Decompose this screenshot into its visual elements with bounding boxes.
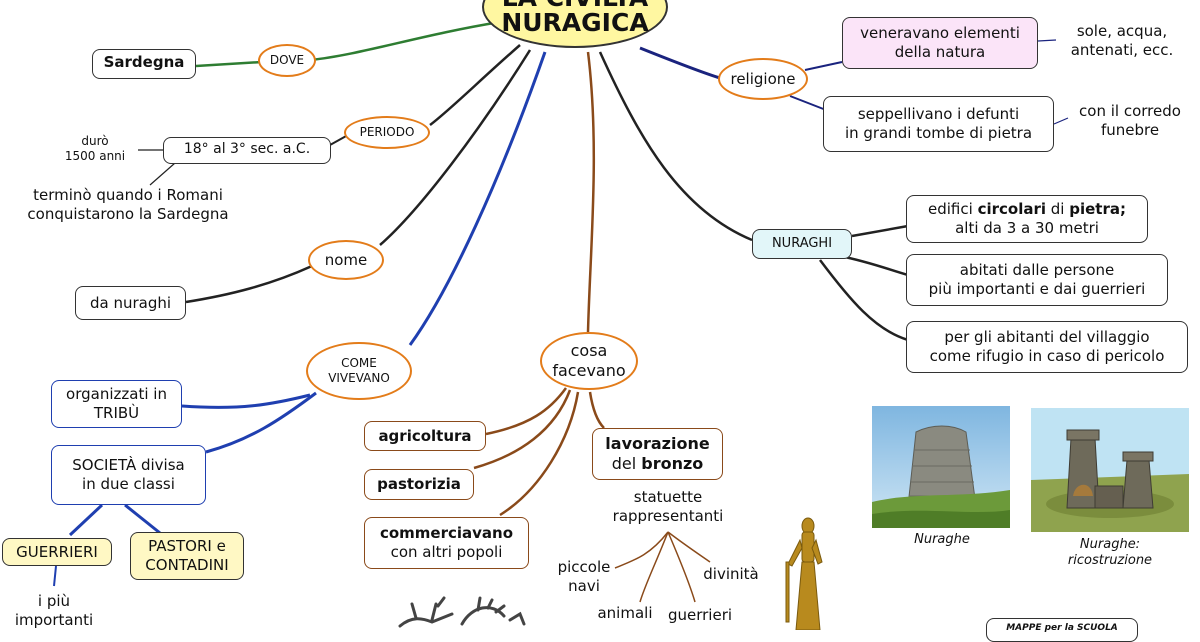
line-periodo — [429, 44, 521, 126]
line-statuette-navi — [614, 531, 669, 569]
pastori-box: PASTORI e CONTADINI — [130, 532, 244, 580]
agricoltura-box: agricoltura — [364, 421, 486, 451]
religione-elementi-box: veneravano elementi della natura — [842, 17, 1038, 69]
line-religione-defunti — [789, 95, 827, 111]
religione-oval: religione — [718, 58, 808, 100]
edifici-line2: alti da 3 a 30 metri — [955, 219, 1099, 237]
navi-text: piccole navi — [557, 558, 611, 595]
nuraghe-caption: Nuraghe — [914, 532, 970, 547]
nome-value: da nuraghi — [75, 286, 186, 320]
nuraghi-abitati-box: abitati dalle persone più importanti e d… — [906, 254, 1168, 306]
line-statuette-guerrieri — [667, 531, 696, 603]
commercio-bold: commerciavano — [379, 524, 514, 543]
bronzo-del: del — [611, 454, 642, 473]
ricostruzione-photo — [1031, 408, 1189, 532]
line-nuraghi-abitati — [839, 254, 909, 277]
periodo-value: 18° al 3° sec. a.C. — [163, 137, 331, 164]
pastorizia-box: pastorizia — [364, 469, 474, 500]
guerrieri-statuette-text: guerrieri — [667, 606, 733, 624]
nuraghi-box: NURAGHI — [752, 229, 852, 259]
line-esempi — [1037, 39, 1057, 42]
periodo-oval: PERIODO — [344, 116, 430, 149]
dove-oval: DOVE — [258, 44, 316, 77]
ricostruzione-caption: Nuraghe: ricostruzione — [1067, 537, 1153, 569]
nome-oval: nome — [308, 240, 384, 280]
line-bronzo — [588, 391, 605, 429]
animali-text: animali — [597, 604, 653, 622]
edifici-word: edifici — [928, 200, 978, 219]
bronzo-line2: del bronzo — [612, 454, 704, 474]
line-commercio — [499, 391, 580, 517]
line-pastorizia — [473, 389, 572, 470]
divinita-text: divinità — [703, 565, 759, 583]
line-statuette-divinita — [667, 531, 711, 563]
line-religione-elementi — [804, 61, 843, 71]
religione-esempi: sole, acqua, antenati, ecc. — [1070, 22, 1174, 59]
cosa-facevano-oval: cosa facevano — [540, 332, 638, 390]
bronze-statuette-image — [785, 517, 823, 630]
line-nuraghi-edifici — [851, 224, 909, 238]
bronzo-box: lavorazione del bronzo — [592, 428, 723, 480]
edifici-pietra: pietra; — [1069, 200, 1126, 219]
line-importanti — [53, 565, 57, 587]
periodo-durata: durò 1500 anni — [64, 134, 126, 163]
line-tribu — [181, 393, 311, 409]
religione-corredo: con il corredo funebre — [1079, 102, 1181, 139]
line-come — [408, 51, 547, 346]
line-nome-value — [185, 264, 313, 304]
line-nuraghi — [598, 51, 753, 242]
guerrieri-box: GUERRIERI — [2, 538, 112, 566]
bronze-boat-image — [398, 596, 526, 628]
statuette-text: statuette rappresentanti — [612, 488, 724, 525]
bronzo-line1: lavorazione — [605, 434, 710, 453]
title-line2: NURAGICA — [501, 8, 649, 37]
line-nuraghi-rifugio — [819, 259, 909, 342]
line-pastori — [124, 503, 161, 535]
come-vivevano-oval: COME VIVEVANO — [306, 342, 412, 400]
line-dove-value — [195, 60, 263, 68]
line-nome — [379, 49, 532, 246]
line-statuette-animali — [639, 531, 669, 603]
line-dove — [309, 20, 501, 62]
line-corredo — [1053, 117, 1069, 125]
line-fine — [149, 162, 176, 186]
edifici-line1: edifici circolari di pietra; — [928, 200, 1126, 219]
line-guerrieri — [68, 503, 104, 537]
religione-defunti-box: seppellivano i defunti in grandi tombe d… — [823, 96, 1054, 152]
nuraghi-rifugio-box: per gli abitanti del villaggio come rifu… — [906, 321, 1188, 373]
importanti-text: i più importanti — [14, 592, 94, 629]
tribu-box: organizzati in TRIBÙ — [51, 380, 182, 428]
periodo-fine: terminò quando i Romani conquistarono la… — [27, 186, 229, 223]
commercio-box: commerciavano con altri popoli — [364, 517, 529, 569]
footer-badge: MAPPE per la SCUOLA — [986, 618, 1138, 642]
line-religione — [639, 46, 721, 80]
line-societa — [205, 391, 317, 454]
dove-value: Sardegna — [92, 49, 196, 79]
commercio-rest: con altri popoli — [390, 543, 503, 561]
societa-box: SOCIETÀ divisa in due classi — [51, 445, 206, 505]
bronzo-word: bronzo — [641, 454, 704, 473]
edifici-di: di — [1046, 200, 1070, 219]
line-agricoltura — [485, 387, 568, 436]
line-cosa — [586, 51, 596, 333]
nuraghi-edifici-box: edifici circolari di pietra; alti da 3 a… — [906, 195, 1148, 243]
nuraghe-photo — [872, 406, 1010, 528]
title-line1: LA CIVILTÀ — [502, 0, 649, 10]
edifici-circolari: circolari — [977, 200, 1046, 219]
